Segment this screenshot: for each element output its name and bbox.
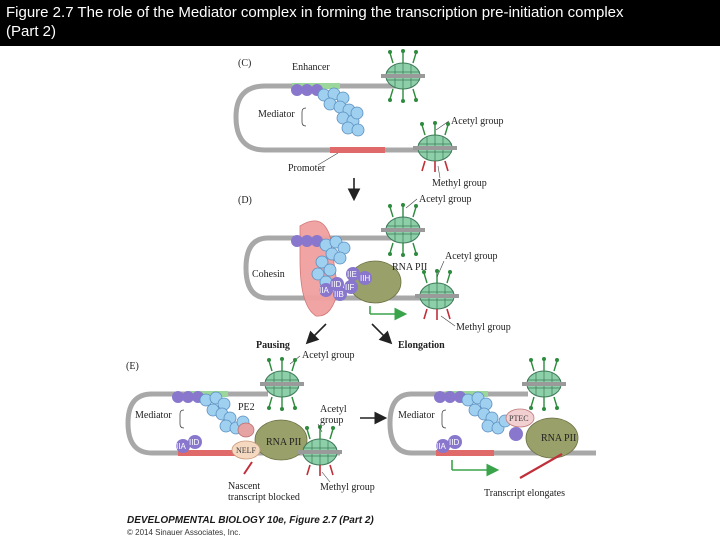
promoter-region-c (330, 147, 385, 153)
pe2-label: PE2 (238, 402, 255, 413)
tf-iib-label: IIB (334, 290, 344, 299)
mediator-complex-c (317, 87, 365, 137)
nascent-label-2: transcript blocked (228, 492, 300, 503)
enhancer-label-c: Enhancer (292, 62, 330, 73)
rna-pii-label-e-left: RNA PII (266, 437, 301, 448)
acetyl-right-label-d: Acetyl group (445, 251, 498, 262)
panel-e-left: (E) IIA IID NELF Media (125, 356, 375, 503)
elongating-transcript (519, 453, 563, 479)
nucleosome-e-right (520, 369, 568, 399)
ptec-label: PTEC (509, 414, 529, 423)
tf-iia-label: IIA (319, 286, 329, 295)
mediator-diagram: (C) Enhancer Mediator Acetyl group Promo… (125, 48, 596, 537)
purple-factor-e-right (509, 427, 523, 441)
credit-line2: © 2014 Sinauer Associates, Inc. (127, 528, 241, 537)
panel-e-letter: (E) (126, 361, 139, 372)
nucleosome-c2 (411, 133, 459, 163)
dna-loop-e-left (125, 391, 340, 456)
tf-iie-label: IIE (347, 270, 357, 279)
acetyl-label-branch: Acetyl group (302, 350, 355, 361)
panel-c-letter: (C) (238, 58, 251, 69)
mediator-label-c: Mediator (258, 109, 295, 120)
enhancer-proteins-d (291, 235, 323, 247)
credit-line1: DEVELOPMENTAL BIOLOGY 10e, Figure 2.7 (P… (127, 515, 374, 526)
enhancer-proteins-e-right (434, 391, 466, 403)
acetyl-label-e-left-2: group (320, 415, 343, 426)
title-bar: Figure 2.7 The role of the Mediator comp… (0, 0, 720, 46)
mediator-complex-e-right (461, 391, 512, 435)
acetyl-label-c: Acetyl group (451, 116, 504, 127)
tf-iia-iid-e-left: IIA IID (176, 435, 202, 453)
general-transcription-factors-d: IIE IIH IIF IID IIA IIB (319, 267, 372, 301)
tf-iia-label-e-right: IIA (436, 442, 446, 451)
panel-c: (C) Enhancer Mediator Acetyl group Promo… (233, 48, 504, 189)
nucleosome-d2 (413, 281, 461, 311)
pausing-label: Pausing (256, 340, 290, 351)
pe2-factor (237, 422, 255, 438)
methyl-label-c: Methyl group (432, 178, 487, 189)
cohesin-label: Cohesin (252, 269, 285, 280)
nascent-transcript (243, 461, 253, 475)
dna-loop-d (243, 235, 438, 301)
dna-loop-c (233, 83, 435, 153)
methyl-label-e-left: Methyl group (320, 482, 375, 493)
nelf-complex: NELF (231, 440, 261, 460)
mediator-label-e-right: Mediator (398, 410, 435, 421)
acetyl-top-label-d: Acetyl group (419, 194, 472, 205)
promoter-label-c: Promoter (288, 163, 326, 174)
elongation-label: Elongation (398, 340, 445, 351)
branch-arrows: Pausing Acetyl group Elongation (256, 323, 445, 365)
dna-loop-e-right (387, 391, 596, 456)
rna-pii-label-d: RNA PII (392, 262, 427, 273)
tf-iia-label-e-left: IIA (176, 442, 186, 451)
acetyl-label-e-left-1: Acetyl (320, 404, 347, 415)
panel-e-right: PTEC IIA IID Mediator RNA PII Transcript… (387, 356, 596, 499)
methyl-label-d: Methyl group (456, 322, 511, 333)
ptec-factor: PTEC (505, 408, 535, 428)
tf-iid-label-e-left: IID (189, 438, 199, 447)
nascent-label-1: Nascent (228, 481, 260, 492)
rna-polymerase-e-left (254, 419, 308, 461)
panel-d-letter: (D) (238, 195, 252, 206)
tf-iif-label: IIF (345, 283, 354, 292)
rna-polymerase-e-right (525, 417, 579, 459)
figure-title-line1: Figure 2.7 The role of the Mediator comp… (6, 4, 624, 21)
nelf-label: NELF (236, 446, 257, 455)
rna-pii-label-e-right: RNA PII (541, 433, 576, 444)
tf-iia-iid-e-right: IIA IID (436, 435, 462, 453)
transcript-label: Transcript elongates (484, 488, 565, 499)
mediator-label-e-left: Mediator (135, 410, 172, 421)
panel-d: (D) IIE IIH IIF IID IIA IIB (238, 194, 511, 333)
tf-iih-label: IIH (360, 274, 370, 283)
enhancer-proteins-e-left (172, 391, 204, 403)
tf-iid-label-e-right: IID (449, 438, 459, 447)
figure-title-line2: (Part 2) (6, 23, 57, 40)
tf-iid-label: IID (331, 280, 341, 289)
